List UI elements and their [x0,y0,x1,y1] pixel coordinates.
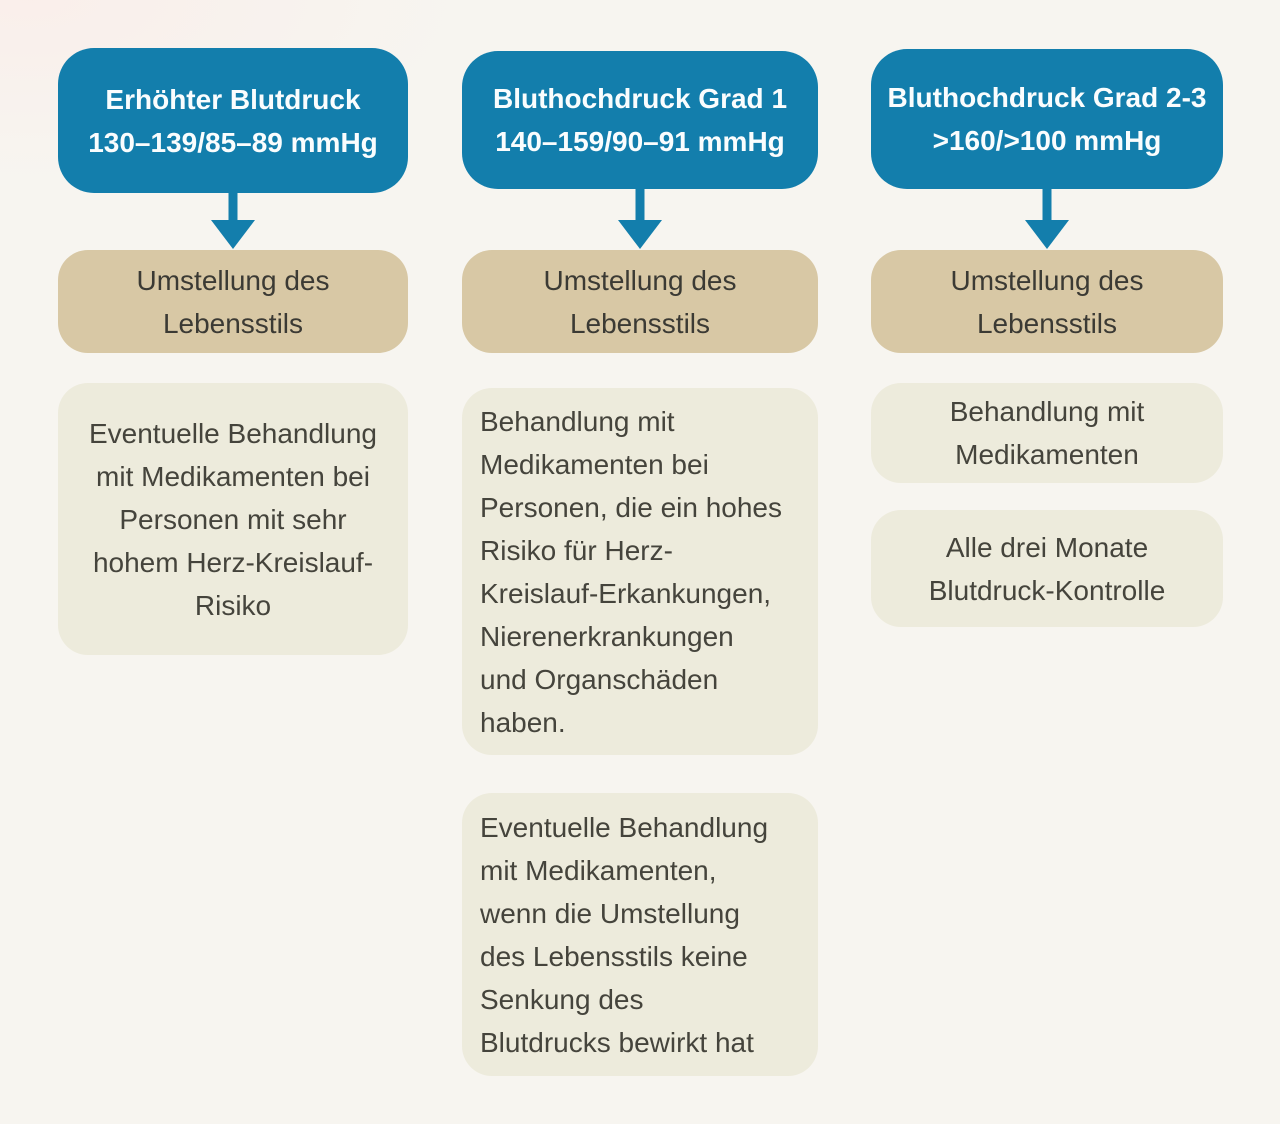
column-bluthochdruck-grad-1: Bluthochdruck Grad 1 140–159/90–91 mmHg … [462,0,818,1124]
header-box-erhoehter-blutdruck: Erhöhter Blutdruck 130–139/85–89 mmHg [58,48,408,193]
arrow-head [618,220,662,249]
lifestyle-change-box: Umstellung des Lebensstils [58,250,408,353]
treatment-box: Eventuelle Behandlung mit Medikamenten, … [462,793,818,1076]
header-box-grad-1: Bluthochdruck Grad 1 140–159/90–91 mmHg [462,51,818,189]
treatment-box: Behandlung mit Medikamenten [871,383,1223,483]
column-bluthochdruck-grad-2-3: Bluthochdruck Grad 2-3 >160/>100 mmHg Um… [871,0,1223,1124]
arrow-stem [635,187,645,220]
arrow-head [1025,220,1069,249]
arrow-down-icon [1025,187,1069,249]
arrow-stem [1042,187,1052,220]
arrow-head [211,220,255,249]
header-box-grad-2-3: Bluthochdruck Grad 2-3 >160/>100 mmHg [871,49,1223,189]
treatment-box: Eventuelle Behandlung mit Medikamenten b… [58,383,408,655]
arrow-stem [228,187,238,220]
lifestyle-change-box: Umstellung des Lebensstils [462,250,818,353]
arrow-down-icon [618,187,662,249]
column-erhoehter-blutdruck: Erhöhter Blutdruck 130–139/85–89 mmHg Um… [58,0,408,1124]
arrow-down-icon [211,187,255,249]
treatment-box: Alle drei Monate Blutdruck-Kontrolle [871,510,1223,627]
lifestyle-change-box: Umstellung des Lebensstils [871,250,1223,353]
treatment-box: Behandlung mit Medikamenten bei Personen… [462,388,818,755]
